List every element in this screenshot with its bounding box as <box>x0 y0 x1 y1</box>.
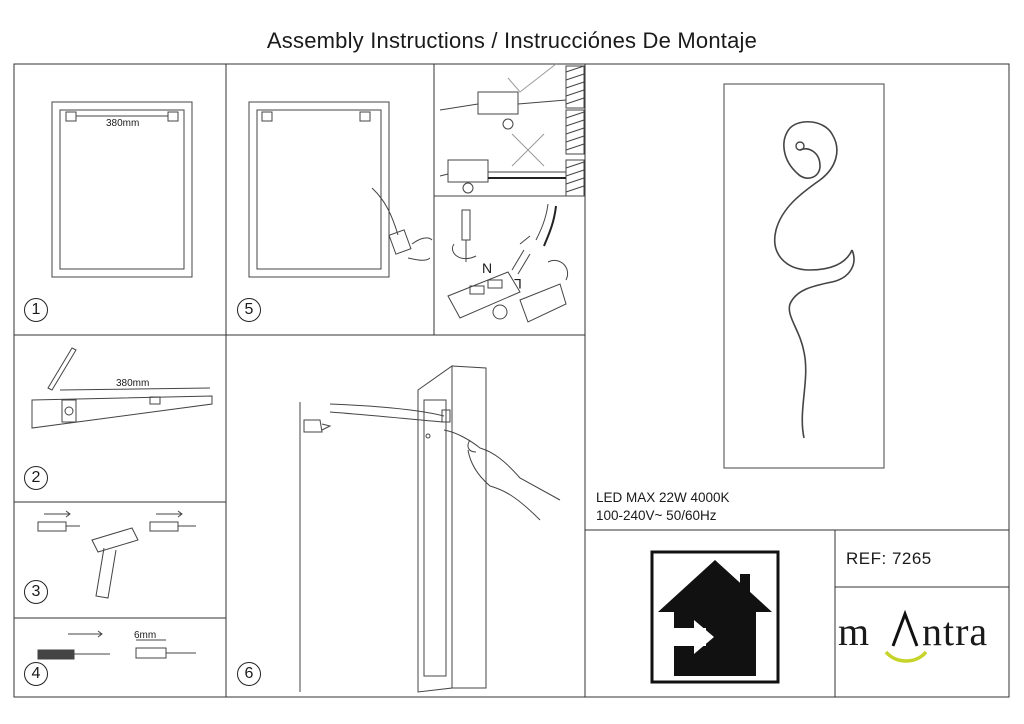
product-reference: REF: 7265 <box>846 549 932 568</box>
document-title: Assembly Instructions / Instrucciónes De… <box>266 28 758 53</box>
spec-power: LED MAX 22W 4000K <box>596 490 730 505</box>
step5-number: 5 <box>237 298 261 322</box>
step2-measurement: 380mm <box>116 378 150 389</box>
brand-logo-right: ntra <box>922 609 989 654</box>
brand-logo-left: m <box>838 609 871 654</box>
step2-number: 2 <box>24 466 48 490</box>
step1-measurement: 380mm <box>106 118 140 129</box>
neutral-label: N <box>482 260 493 276</box>
step1-number: 1 <box>24 298 48 322</box>
step6-number: 6 <box>237 662 261 686</box>
step3-number: 3 <box>24 580 48 604</box>
spec-voltage: 100-240V~ 50/60Hz <box>596 508 717 523</box>
step4-measurement: 6mm <box>134 630 157 641</box>
step4-number: 4 <box>24 662 48 686</box>
